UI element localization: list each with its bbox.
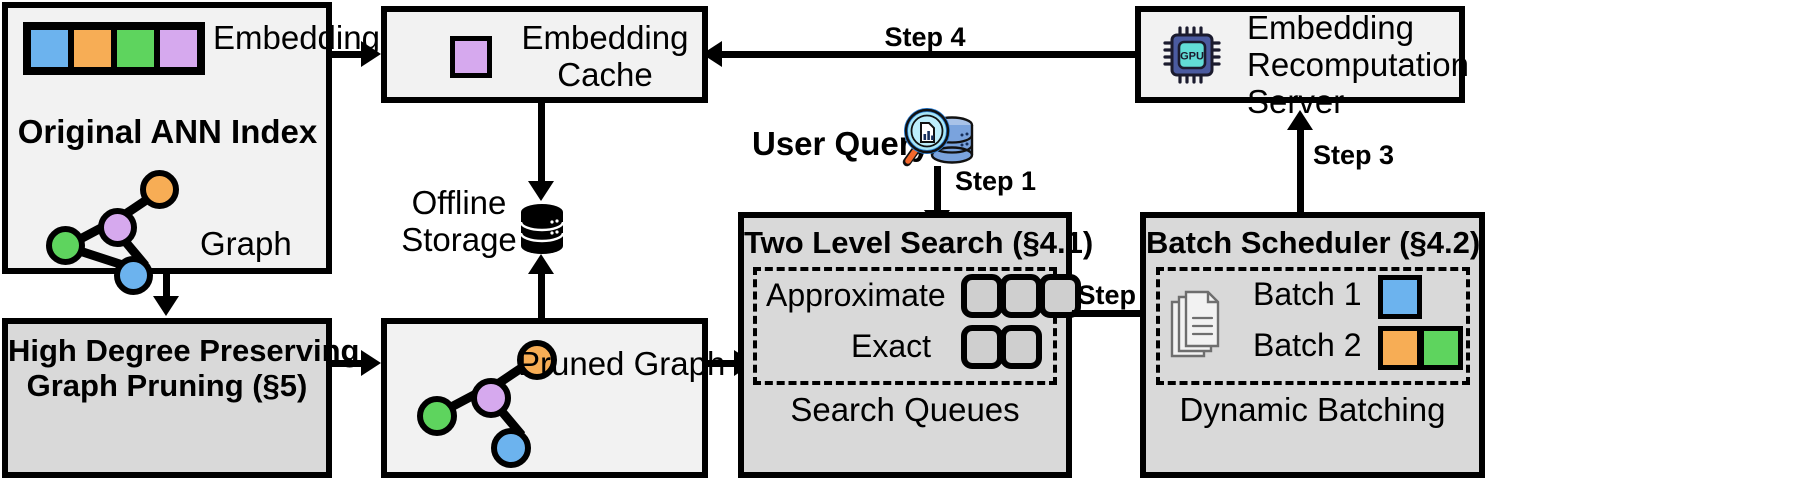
batch-2-label: Batch 2 xyxy=(1253,327,1362,363)
batch-scheduler-title: Batch Scheduler (§4.2) xyxy=(1146,225,1481,260)
step3-arrow-head xyxy=(1287,110,1313,130)
step1-line xyxy=(934,166,941,214)
arrow-index-to-cache-line xyxy=(332,51,363,58)
exact-label: Exact xyxy=(851,328,932,364)
search-queues-footer: Search Queues xyxy=(790,391,1020,428)
step3-label: Step 3 xyxy=(1313,140,1395,170)
dynamic-batching-dashbox xyxy=(1156,267,1470,385)
search-database-icon xyxy=(900,104,976,170)
embedding-swatch-blue xyxy=(28,27,71,70)
index-to-pruning-line xyxy=(163,274,170,298)
pruned-graph-node-blue xyxy=(491,428,531,468)
offline-storage-label: Offline Storage xyxy=(401,184,517,258)
pruned-to-search-line xyxy=(708,360,736,367)
pruned-graph-node-orange xyxy=(517,340,557,380)
graph-node-green xyxy=(46,226,85,265)
original-graph-glyph xyxy=(40,168,180,295)
step4-line xyxy=(722,51,1135,58)
approximate-slot-1[interactable] xyxy=(961,274,1003,318)
gpu-chip-icon: GPU xyxy=(1163,26,1221,84)
embedding-recomputation-server-title: Embedding Recomputation Server xyxy=(1247,9,1469,120)
pruning-to-pruned-arrow-head xyxy=(361,350,381,376)
pruned-graph-glyph xyxy=(413,340,558,468)
batch-2-item-orange xyxy=(1378,326,1422,370)
pruned-to-storage-arrow-head xyxy=(528,254,554,274)
original-ann-index-title: Original ANN Index xyxy=(17,113,318,150)
batch-1-item-blue xyxy=(1378,275,1422,319)
index-to-pruning-arrow-head xyxy=(153,296,179,316)
graph-node-blue xyxy=(114,256,153,295)
embedding-cache-box xyxy=(381,6,708,103)
pruned-graph-node-green xyxy=(417,396,457,436)
step3-line xyxy=(1297,128,1304,212)
pruned-graph-node-purple xyxy=(471,378,511,418)
embedding-swatch-strip xyxy=(23,22,205,75)
embedding-swatch-orange xyxy=(71,27,114,70)
svg-text:GPU: GPU xyxy=(1180,51,1204,63)
batch-1-label: Batch 1 xyxy=(1253,276,1362,312)
step4-arrow-head xyxy=(702,41,722,67)
pruned-to-storage-line xyxy=(538,272,545,320)
step2-line xyxy=(1072,310,1142,317)
dynamic-batching-footer: Dynamic Batching xyxy=(1179,391,1446,428)
exact-slot-1[interactable] xyxy=(961,325,1003,369)
embedding-cache-title: Embedding Cache xyxy=(521,19,689,93)
approximate-label: Approximate xyxy=(766,277,946,313)
database-cylinder-icon xyxy=(519,203,565,255)
batch-2-item-green xyxy=(1419,326,1463,370)
pruned-graph-label: Pruned Graph xyxy=(518,345,726,382)
embedding-swatch-purple xyxy=(157,27,200,70)
cache-to-storage-arrow-head xyxy=(528,181,554,201)
search-queues-dashbox xyxy=(753,267,1057,385)
embedding-swatch-green xyxy=(114,27,157,70)
exact-slot-2[interactable] xyxy=(1000,325,1042,369)
embedding-cache-swatch-icon xyxy=(450,36,492,78)
arrow-index-to-cache-head xyxy=(361,41,381,67)
graph-label: Graph xyxy=(200,225,292,262)
step4-label: Step 4 xyxy=(884,22,966,52)
cache-to-storage-line xyxy=(538,103,545,183)
graph-pruning-title: High Degree Preserving Graph Pruning (§5… xyxy=(8,333,360,403)
two-level-search-title: Two Level Search (§4.1) xyxy=(744,225,1094,260)
pruning-to-pruned-line xyxy=(332,360,363,367)
graph-pruning-box xyxy=(2,318,332,478)
graph-node-orange xyxy=(140,170,179,209)
documents-stack-icon xyxy=(1168,288,1226,364)
step1-label: Step 1 xyxy=(955,166,1037,196)
embedding-label: Embedding xyxy=(213,19,380,56)
approximate-slot-2[interactable] xyxy=(1000,274,1042,318)
graph-node-purple xyxy=(98,208,137,247)
